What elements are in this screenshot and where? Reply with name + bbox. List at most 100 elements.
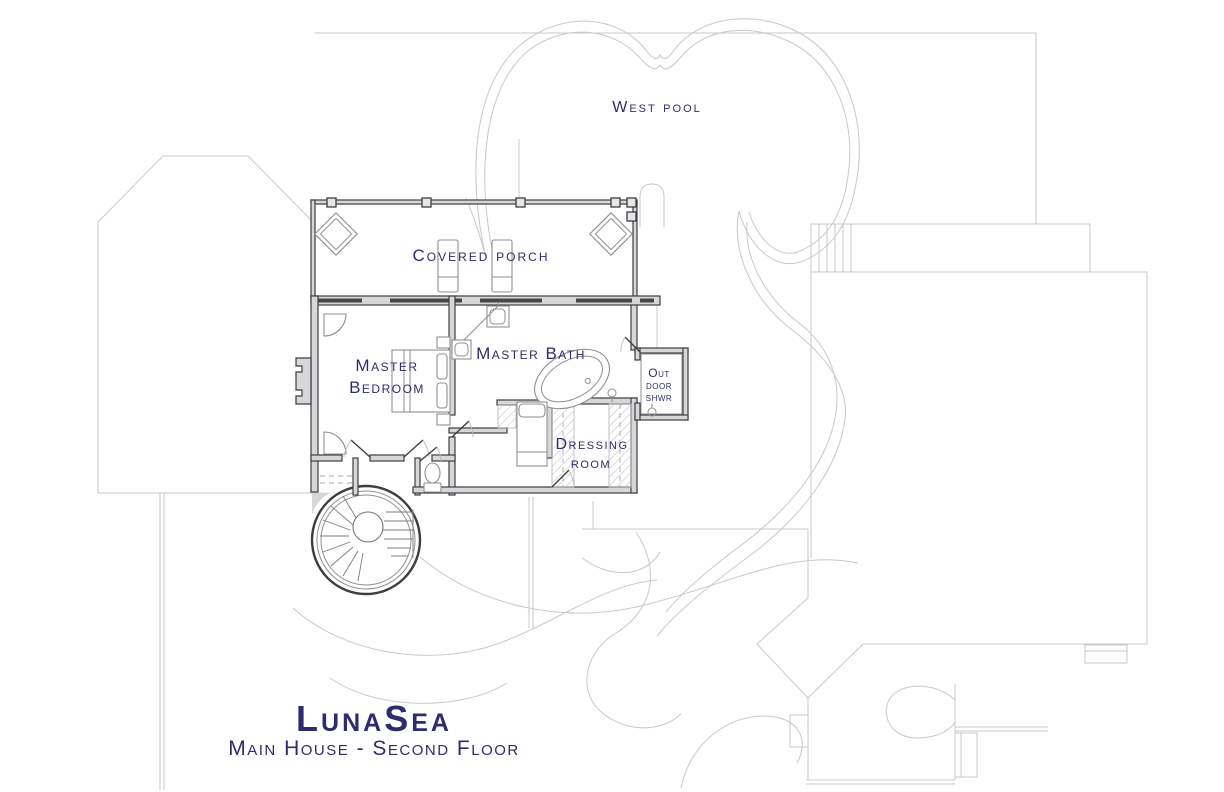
lounge-chair-symbol [491,239,513,293]
bedroom-south-wall [310,454,343,462]
label-outdoor-shower-line2: door [646,378,672,392]
east-wall-upper [630,304,638,351]
wc-wall [414,457,421,496]
bath-hall-wall [448,427,508,434]
closet-hatches [320,403,632,488]
bedroom-south-wall [431,454,456,462]
lower-building-wing-lines [955,726,1048,732]
door-swing-arc [436,446,442,462]
north-wall-windows [318,298,654,303]
landscape-contours [292,531,859,789]
label-west-pool: West pool [612,99,702,116]
lower-roof-outlines [97,32,1148,790]
planter-diamond-east [589,212,633,256]
stair-treads [320,495,414,582]
label-dressing-room-line2: room [571,455,611,472]
planter-diamond-west [314,212,358,256]
contour-5 [586,531,682,729]
shower-west-wall [634,347,641,361]
door-swing-arc [568,469,575,488]
window-symbol [640,298,654,303]
door-leaf [403,439,424,458]
window-symbol [390,298,462,303]
stair-landing-fill [312,492,331,514]
label-dressing-room-line1: Dressing [555,436,628,453]
lower-building-outline [582,501,956,785]
bedroom-bath-wall-lower [448,436,456,496]
contour-1 [419,556,859,614]
lounge-chair-symbol [437,239,459,293]
nightstand [436,413,451,426]
shower-south-wall [634,414,689,421]
plan-title: LunaSea [296,698,452,739]
bench-symbol [516,401,548,467]
door-leaf [350,439,371,458]
shower-floor-line [640,353,683,415]
door-symbols [343,336,641,488]
door-swing-arc [468,420,474,438]
chimney-bump [295,357,312,405]
roof-vent-rect [1084,644,1128,664]
left-roof-outline [97,155,314,494]
porch-post [515,197,526,208]
door-leaf [451,420,470,438]
toilet-tank [423,482,442,493]
contour-2 [292,579,658,656]
porch-post [421,197,432,208]
window-symbol [480,298,542,303]
tub-drain [584,377,591,384]
lower-building-chimney [789,714,808,748]
label-master-bedroom-line2: Bedroom [349,378,425,397]
pool-finger [639,183,665,227]
stair-tower-inner-wall [316,490,416,590]
west-wall [310,295,319,493]
shower-east-wall [682,347,689,421]
contour-4 [581,551,661,574]
garden-blob [885,685,956,739]
closet-rod-lines [562,404,621,487]
door-swing-arc [620,336,626,353]
covered-porch-structure [310,197,638,299]
outdoor-shower-room [634,347,689,421]
porch-post [626,211,637,222]
shower-hatch [497,404,517,429]
south-wall [412,486,638,494]
label-outdoor-shower-line3: shwr [646,390,672,404]
right-roof-outline [807,271,1148,699]
door-swing-arc [343,439,352,458]
label-outdoor-shower-line1: Out [648,366,670,380]
deck-edge-line [315,32,1037,224]
bed-symbol [391,336,451,426]
pool-outer-edge [475,18,860,637]
porch-posts [326,197,637,222]
lower-building-chimney-2 [955,732,978,778]
window-symbol [576,298,632,303]
shower-head-symbol [607,388,617,402]
door-leaf [624,336,641,353]
door-swing-arc [422,439,430,458]
porch-post [626,197,637,208]
stair-center-newel [352,511,384,543]
door-leaf [551,469,570,488]
west-pool-outline [465,18,860,637]
nightstand [436,336,451,349]
porch-west-wall [310,199,316,299]
label-covered-porch: Covered porch [412,246,549,265]
shower-head-symbol [647,404,657,417]
toilet-symbol [423,462,442,493]
left-roof-gutter-line [159,493,165,790]
porch-north-wall [310,199,638,205]
shower-west-wall [634,402,641,421]
bathtub-symbol [534,348,610,410]
contour-6 [680,715,803,789]
porch-post [326,197,337,208]
porch-post [610,197,621,208]
toilet-bowl [424,462,441,484]
pillow [436,353,448,380]
shelf-lines [320,475,352,484]
vanity-sink-symbol [451,339,472,360]
right-stair-treads [818,224,852,272]
spiral-staircase-symbol [310,484,422,596]
